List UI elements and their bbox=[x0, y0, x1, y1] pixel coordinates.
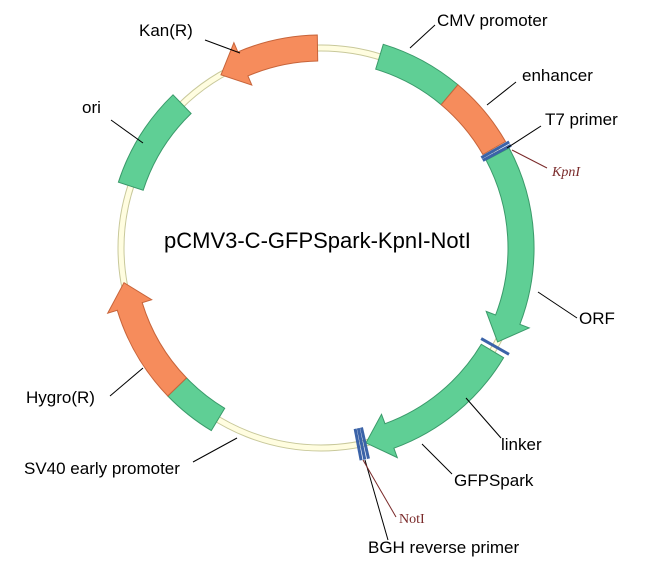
gfpspark-feature bbox=[365, 343, 505, 459]
kpni-leader bbox=[511, 149, 548, 169]
sv40-early-promoter-label: SV40 early promoter bbox=[24, 459, 180, 478]
t7-tick bbox=[480, 140, 510, 159]
linker-leader bbox=[465, 397, 502, 439]
gfpspark-leader bbox=[421, 443, 453, 475]
linker-marker bbox=[480, 337, 510, 356]
sv40-leader bbox=[192, 437, 238, 463]
cmv-promoter-label: CMV promoter bbox=[437, 11, 548, 30]
t7-primer-marker bbox=[480, 140, 512, 162]
t7-tick bbox=[482, 143, 512, 162]
enhancer-leader bbox=[486, 81, 517, 106]
t7-primer-leader bbox=[506, 125, 542, 149]
orf-feature bbox=[485, 147, 535, 343]
kan-leader bbox=[204, 39, 241, 54]
bgh-leader bbox=[364, 459, 389, 541]
gfpspark-label: GFPSpark bbox=[454, 471, 534, 490]
hygro-feature bbox=[106, 281, 188, 397]
orf-leader bbox=[537, 291, 578, 319]
bgh-tick bbox=[359, 427, 370, 460]
linker-label: linker bbox=[501, 435, 542, 454]
linker-tick bbox=[480, 337, 510, 356]
noti-site-label: NotI bbox=[399, 512, 425, 527]
noti-leader bbox=[362, 459, 397, 518]
ori-leader bbox=[110, 119, 144, 144]
bgh-tick bbox=[356, 427, 367, 460]
kan-label: Kan(R) bbox=[139, 21, 193, 40]
cmv-promoter-feature bbox=[375, 43, 459, 106]
enhancer-label: enhancer bbox=[522, 66, 593, 85]
plasmid-title: pCMV3-C-GFPSpark-KpnI-NotI bbox=[164, 228, 471, 253]
hygro-label: Hygro(R) bbox=[26, 388, 95, 407]
t7-primer-label: T7 primer bbox=[545, 110, 618, 129]
kan-feature bbox=[220, 34, 319, 86]
bgh-reverse-primer-label: BGH reverse primer bbox=[368, 538, 519, 557]
orf-label: ORF bbox=[579, 309, 615, 328]
bgh-reverse-primer-marker bbox=[353, 427, 370, 461]
kpni-site-label: KpnI bbox=[551, 165, 581, 180]
ori-label: ori bbox=[82, 98, 101, 117]
cmv-promoter-leader bbox=[409, 24, 436, 49]
enhancer-feature bbox=[440, 84, 507, 156]
ori-feature bbox=[117, 94, 192, 191]
hygro-leader bbox=[109, 367, 144, 397]
bgh-tick bbox=[353, 428, 363, 461]
